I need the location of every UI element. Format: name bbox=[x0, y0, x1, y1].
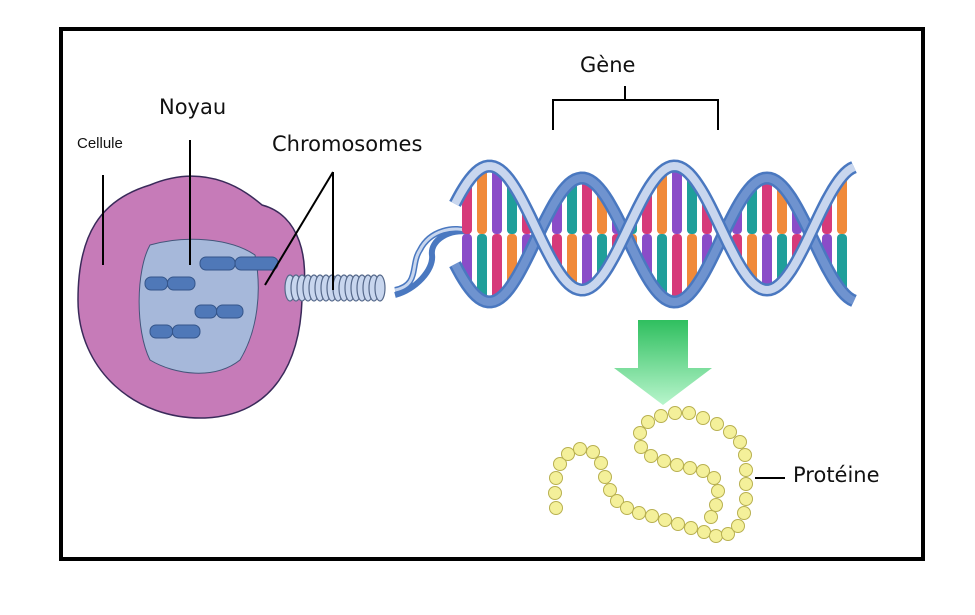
amino-acid-bead bbox=[737, 506, 751, 520]
amino-acid-bead bbox=[610, 494, 624, 508]
amino-acid-bead bbox=[711, 484, 725, 498]
label-protein: Protéine bbox=[793, 463, 880, 487]
base-pair bbox=[582, 234, 592, 290]
chromosome bbox=[167, 276, 196, 291]
base-pair bbox=[762, 234, 772, 290]
dna-double-helix bbox=[449, 159, 857, 309]
base-pair bbox=[567, 234, 577, 287]
amino-acid-bead bbox=[668, 406, 682, 420]
label-chromosomes: Chromosomes bbox=[272, 132, 423, 156]
amino-acid-bead bbox=[696, 464, 710, 478]
amino-acid-bead bbox=[697, 525, 711, 539]
amino-acid-bead bbox=[598, 470, 612, 484]
base-pair bbox=[762, 178, 772, 234]
amino-acid-bead bbox=[549, 471, 563, 485]
amino-acid-bead bbox=[710, 417, 724, 431]
amino-acid-bead bbox=[684, 521, 698, 535]
base-pair bbox=[672, 234, 682, 302]
amino-acid-bead bbox=[733, 435, 747, 449]
gene-bracket bbox=[552, 86, 719, 130]
amino-acid-bead bbox=[549, 501, 563, 515]
chromosomes-in-nucleus bbox=[144, 256, 279, 339]
amino-acid-bead bbox=[709, 529, 723, 543]
base-pair bbox=[657, 171, 667, 234]
amino-acid-bead bbox=[641, 415, 655, 429]
chromosome bbox=[144, 276, 168, 291]
label-gene: Gène bbox=[580, 53, 636, 77]
base-pair bbox=[567, 181, 577, 234]
amino-acid-bead bbox=[723, 425, 737, 439]
amino-acid-bead bbox=[658, 513, 672, 527]
amino-acid-bead bbox=[739, 463, 753, 477]
amino-acid-bead bbox=[594, 456, 608, 470]
chromosome bbox=[194, 304, 218, 319]
amino-acid-bead bbox=[654, 409, 668, 423]
chromosomes-leader-lines bbox=[264, 171, 334, 290]
base-pair bbox=[672, 166, 682, 234]
base-pair bbox=[477, 167, 487, 234]
dna-backbone-highlight bbox=[451, 161, 856, 295]
amino-acid-bead bbox=[573, 442, 587, 456]
amino-acid-bead bbox=[683, 461, 697, 475]
amino-acid-bead bbox=[634, 440, 648, 454]
amino-acid-bead bbox=[707, 471, 721, 485]
amino-acid-bead bbox=[739, 477, 753, 491]
amino-acid-bead bbox=[704, 510, 718, 524]
down-arrow bbox=[614, 320, 712, 405]
amino-acid-bead bbox=[721, 527, 735, 541]
amino-acid-bead bbox=[682, 406, 696, 420]
amino-acid-bead bbox=[657, 454, 671, 468]
chromosome bbox=[149, 324, 173, 339]
amino-acid-bead bbox=[696, 411, 710, 425]
amino-acid-bead bbox=[731, 519, 745, 533]
amino-acid-bead bbox=[548, 486, 562, 500]
chromosome bbox=[199, 256, 236, 271]
chromosome bbox=[172, 324, 201, 339]
amino-acid-bead bbox=[709, 498, 723, 512]
amino-acid-bead bbox=[671, 517, 685, 531]
chromosome-coil bbox=[284, 274, 386, 302]
dna-backbone-highlight bbox=[451, 173, 856, 307]
base-pair bbox=[477, 234, 487, 301]
base-pair bbox=[492, 168, 502, 234]
protein-chain bbox=[548, 406, 753, 543]
chromosome bbox=[234, 256, 279, 271]
amino-acid-bead bbox=[645, 509, 659, 523]
amino-acid-bead bbox=[633, 426, 647, 440]
amino-acid-bead bbox=[620, 501, 634, 515]
amino-acid-bead bbox=[644, 449, 658, 463]
amino-acid-bead bbox=[586, 445, 600, 459]
base-pair bbox=[492, 234, 502, 300]
amino-acid-bead bbox=[632, 506, 646, 520]
label-nucleus: Noyau bbox=[159, 95, 227, 119]
chromosome bbox=[216, 304, 244, 319]
amino-acid-bead bbox=[738, 448, 752, 462]
amino-acid-bead bbox=[553, 457, 567, 471]
coil-loop bbox=[374, 274, 386, 302]
label-cell: Cellule bbox=[77, 135, 123, 152]
amino-acid-bead bbox=[739, 492, 753, 506]
amino-acid-bead bbox=[561, 447, 575, 461]
amino-acid-bead bbox=[603, 483, 617, 497]
amino-acid-bead bbox=[670, 458, 684, 472]
base-pair bbox=[582, 178, 592, 234]
base-pair bbox=[657, 234, 667, 297]
